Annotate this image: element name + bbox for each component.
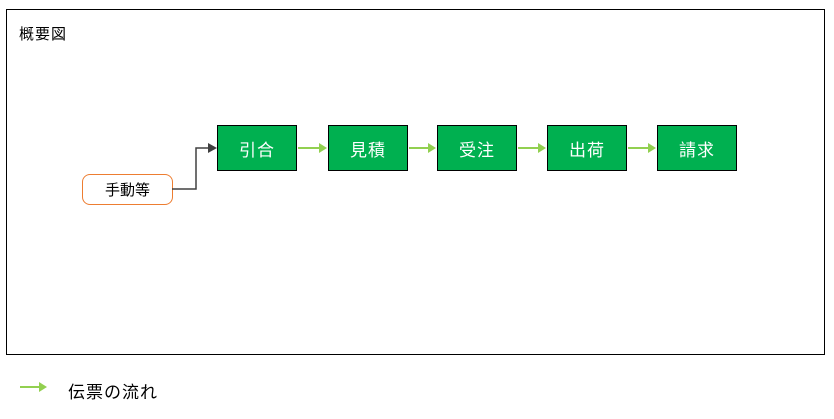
flow-step-inquiry: 引合	[217, 125, 297, 171]
elbow-connector-arrow-icon	[172, 143, 217, 190]
flow-step-label: 請求	[679, 140, 715, 160]
flow-step-label: 見積	[350, 140, 386, 160]
flow-step-quotation: 見積	[328, 125, 408, 171]
flow-step-shipment: 出荷	[547, 125, 627, 171]
flow-step-billing: 請求	[657, 125, 737, 171]
flow-arrow-icon	[298, 143, 327, 153]
legend-flow-arrow-icon	[20, 382, 47, 392]
flow-step-label: 引合	[239, 140, 275, 160]
source-box-manual: 手動等	[82, 174, 173, 205]
flow-arrow-icon	[518, 143, 546, 153]
flow-step-label: 出荷	[569, 140, 605, 160]
flow-step-label: 受注	[459, 140, 495, 160]
legend-label: 伝票の流れ	[68, 383, 158, 402]
diagram-title: 概要図	[19, 26, 68, 43]
flow-step-order: 受注	[437, 125, 517, 171]
source-box-label: 手動等	[104, 182, 150, 199]
flow-arrow-icon	[409, 143, 436, 153]
flow-arrow-icon	[628, 143, 656, 153]
